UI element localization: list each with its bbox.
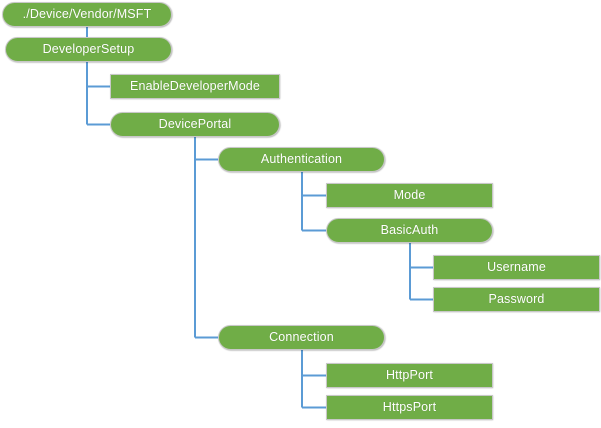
connector-connection-to-httpsport [301, 350, 326, 409]
tree-node-deviceportal[interactable]: DevicePortal [110, 112, 280, 137]
tree-node-root[interactable]: ./Device/Vendor/MSFT [2, 2, 172, 27]
tree-node-label: EnableDeveloperMode [129, 79, 261, 94]
tree-node-mode[interactable]: Mode [326, 183, 493, 208]
tree-node-enabledevelopermode[interactable]: EnableDeveloperMode [110, 74, 280, 99]
tree-node-label: Mode [393, 188, 426, 203]
tree-node-label: HttpPort [385, 368, 434, 383]
connector-basicauth-to-password [409, 243, 433, 301]
tree-node-password[interactable]: Password [433, 287, 600, 312]
tree-node-label: DeveloperSetup [42, 42, 135, 57]
tree-node-label: Username [487, 260, 546, 275]
connector-connection-to-httpport [301, 350, 326, 377]
connector-authentication-to-mode [301, 172, 326, 197]
tree-node-label: BasicAuth [380, 223, 439, 238]
tree-node-label: HttpsPort [382, 400, 437, 415]
connector-developersetup-to-enabledevelopermode [86, 62, 110, 88]
tree-node-authentication[interactable]: Authentication [218, 147, 385, 172]
tree-node-username[interactable]: Username [433, 255, 600, 280]
connector-basicauth-to-username [409, 243, 433, 269]
tree-node-httpsport[interactable]: HttpsPort [326, 395, 493, 420]
tree-node-label: ./Device/Vendor/MSFT [22, 7, 152, 22]
connector-authentication-to-basicauth [301, 172, 326, 232]
connector-deviceportal-to-authentication [194, 137, 218, 161]
tree-node-basicauth[interactable]: BasicAuth [326, 218, 493, 243]
tree-node-label: Password [488, 292, 545, 307]
tree-node-label: Authentication [260, 152, 343, 167]
tree-node-label: Connection [269, 330, 334, 345]
tree-node-developersetup[interactable]: DeveloperSetup [5, 37, 172, 62]
tree-node-connection[interactable]: Connection [218, 325, 385, 350]
tree-node-label: DevicePortal [158, 117, 232, 132]
connector-deviceportal-to-connection [194, 137, 218, 339]
connector-developersetup-to-deviceportal [86, 62, 110, 126]
tree-node-httpport[interactable]: HttpPort [326, 363, 493, 388]
